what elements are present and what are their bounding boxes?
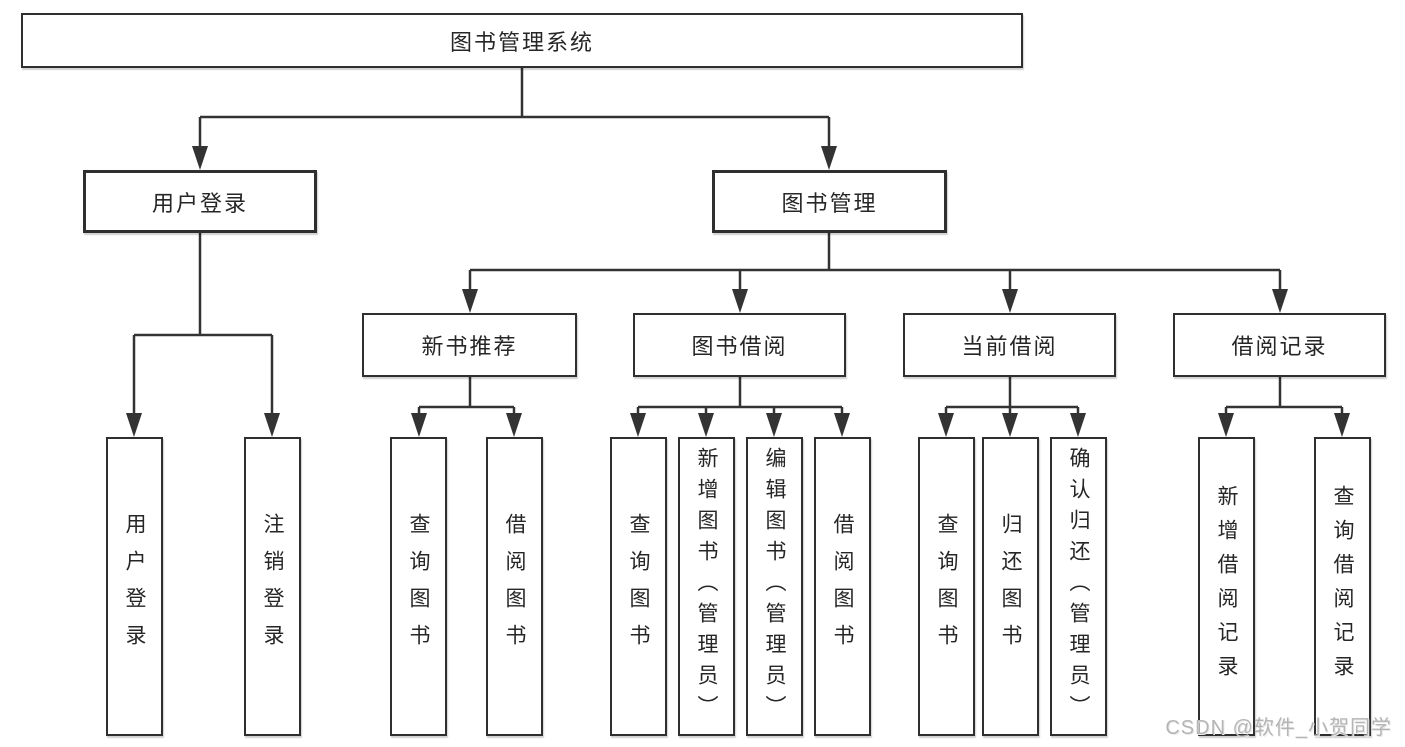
node-user-login-label: 用户登录 — [151, 190, 248, 216]
node-query-books-recommend: 查询图书 — [390, 437, 447, 736]
node-user-login: 用户登录 — [83, 170, 317, 233]
node-add-book-admin-label: 新增图书（管理员） — [695, 447, 718, 726]
node-query-books-current-label: 查询图书 — [935, 512, 958, 661]
node-confirm-return-admin-label: 确认归还（管理员） — [1067, 447, 1090, 726]
node-borrow-books-recommend-label: 借阅图书 — [503, 512, 526, 661]
node-user-login-leaf: 用户登录 — [106, 437, 163, 736]
node-query-borrow-record-label: 查询借阅记录 — [1331, 484, 1354, 689]
node-query-books-borrow: 查询图书 — [610, 437, 667, 736]
node-new-book-recommend-label: 新书推荐 — [421, 334, 518, 359]
node-add-borrow-record: 新增借阅记录 — [1198, 437, 1255, 736]
node-system-root-label: 图书管理系统 — [449, 29, 594, 55]
watermark-text: CSDN @软件_小贺同学 — [1165, 717, 1392, 739]
node-query-books-borrow-label: 查询图书 — [627, 512, 650, 661]
node-borrow-records-label: 借阅记录 — [1231, 334, 1328, 359]
node-query-borrow-record: 查询借阅记录 — [1314, 437, 1371, 736]
node-logout-leaf: 注销登录 — [244, 437, 301, 736]
node-book-management-label: 图书管理 — [781, 190, 878, 216]
node-book-management: 图书管理 — [712, 170, 947, 233]
node-borrow-books-leaf: 借阅图书 — [814, 437, 871, 736]
node-edit-book-admin: 编辑图书（管理员） — [746, 437, 803, 736]
node-add-borrow-record-label: 新增借阅记录 — [1215, 484, 1238, 689]
node-current-borrow-label: 当前借阅 — [961, 334, 1058, 359]
node-borrow-books-recommend: 借阅图书 — [486, 437, 543, 736]
node-query-books-current: 查询图书 — [918, 437, 975, 736]
node-borrow-records: 借阅记录 — [1173, 313, 1386, 377]
node-return-books: 归还图书 — [982, 437, 1039, 736]
node-book-borrow-label: 图书借阅 — [691, 334, 788, 359]
node-edit-book-admin-label: 编辑图书（管理员） — [763, 447, 786, 726]
node-book-borrow: 图书借阅 — [633, 313, 846, 377]
node-current-borrow: 当前借阅 — [903, 313, 1116, 377]
node-logout-leaf-label: 注销登录 — [261, 512, 284, 661]
node-query-books-recommend-label: 查询图书 — [407, 512, 430, 661]
node-add-book-admin: 新增图书（管理员） — [678, 437, 735, 736]
node-system-root: 图书管理系统 — [21, 13, 1023, 68]
node-confirm-return-admin: 确认归还（管理员） — [1050, 437, 1107, 736]
node-new-book-recommend: 新书推荐 — [362, 313, 577, 377]
node-borrow-books-leaf-label: 借阅图书 — [831, 512, 854, 661]
node-return-books-label: 归还图书 — [999, 512, 1022, 661]
node-user-login-leaf-label: 用户登录 — [123, 512, 146, 661]
